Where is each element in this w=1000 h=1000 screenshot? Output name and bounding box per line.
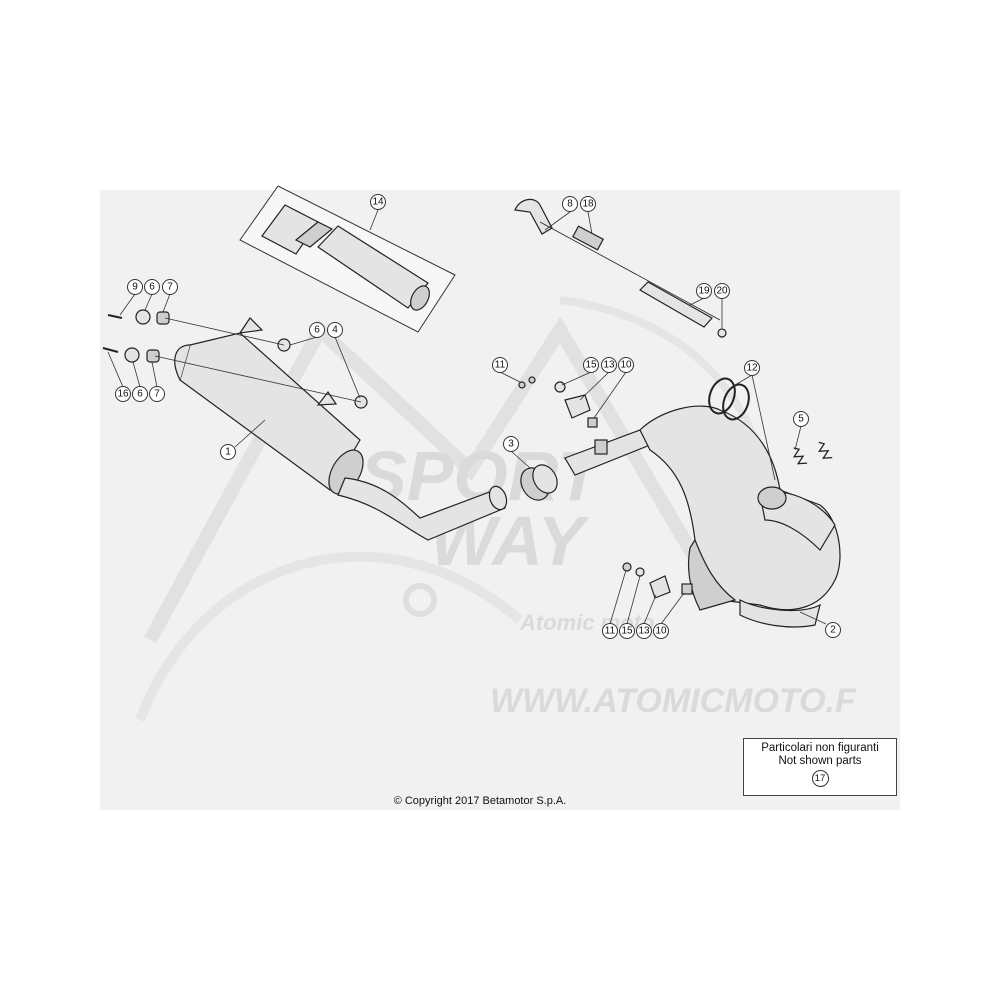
- callout-15a: 15: [561, 357, 599, 386]
- watermark-url: WWW.ATOMICMOTO.F: [490, 682, 857, 720]
- svg-text:7: 7: [154, 389, 160, 400]
- fasteners-clamps: [518, 376, 693, 599]
- not-shown-parts-legend: Particolari non figuranti Not shown part…: [743, 738, 897, 796]
- callout-19: 19: [689, 283, 712, 306]
- callout-6c: 6: [132, 361, 148, 402]
- svg-text:14: 14: [372, 197, 384, 208]
- callout-15b: 15: [619, 575, 641, 639]
- svg-text:15: 15: [585, 360, 597, 371]
- svg-text:15: 15: [621, 626, 633, 637]
- svg-text:11: 11: [495, 360, 506, 371]
- part-silencer: [174, 317, 508, 541]
- svg-text:7: 7: [167, 282, 173, 293]
- svg-text:3: 3: [508, 439, 514, 450]
- svg-text:4: 4: [332, 325, 338, 336]
- callout-6a: 6: [144, 279, 160, 311]
- svg-text:8: 8: [567, 199, 573, 210]
- part-springs: [792, 441, 833, 465]
- callout-6b: 6: [289, 322, 325, 346]
- callout-18: 18: [580, 196, 596, 235]
- svg-text:20: 20: [716, 286, 728, 297]
- callout-4: 4: [327, 322, 361, 399]
- callout-16: 16: [107, 351, 131, 402]
- svg-text:10: 10: [655, 626, 667, 637]
- part-packing-kit: [239, 185, 456, 333]
- svg-text:16: 16: [117, 389, 129, 400]
- svg-text:13: 13: [638, 626, 650, 637]
- callout-10b: 10: [653, 592, 685, 639]
- svg-text:6: 6: [137, 389, 143, 400]
- callout-20: 20: [714, 283, 730, 328]
- callout-5: 5: [793, 411, 809, 451]
- legend-line-english: Not shown parts: [778, 755, 862, 767]
- svg-text:6: 6: [314, 325, 320, 336]
- callout-8: 8: [544, 196, 578, 231]
- callouts: 14 8 18 19 20 9 6 7 6 4 16 6 7 1 11 15 1…: [107, 194, 841, 639]
- svg-text:9: 9: [132, 282, 138, 293]
- callout-3: 3: [503, 436, 531, 469]
- part-exhaust-pipe: [564, 405, 841, 628]
- callout-7b: 7: [149, 361, 165, 402]
- svg-text:2: 2: [830, 625, 836, 636]
- callout-14: 14: [369, 194, 386, 231]
- callout-1: 1: [220, 419, 266, 460]
- part-hose-assembly: [514, 198, 727, 338]
- svg-text:19: 19: [698, 286, 710, 297]
- part-o-rings: [708, 377, 750, 421]
- callout-13a: 13: [579, 357, 617, 401]
- svg-text:12: 12: [746, 363, 758, 374]
- svg-text:10: 10: [620, 360, 632, 371]
- copyright-notice: © Copyright 2017 Betamotor S.p.A.: [393, 795, 567, 807]
- callout-9: 9: [119, 279, 143, 316]
- part-rubber-sleeve: [520, 464, 558, 501]
- svg-text:5: 5: [798, 414, 804, 425]
- svg-text:11: 11: [605, 626, 616, 637]
- callout-11a: 11: [492, 357, 521, 383]
- svg-text:1: 1: [225, 447, 231, 458]
- svg-text:18: 18: [582, 199, 594, 210]
- svg-text:13: 13: [603, 360, 615, 371]
- callout-10a: 10: [593, 357, 634, 419]
- callout-13b: 13: [636, 594, 657, 639]
- callout-7a: 7: [162, 279, 178, 313]
- callout-2: 2: [799, 611, 841, 638]
- svg-text:6: 6: [149, 282, 155, 293]
- callout-12: 12: [734, 360, 776, 481]
- legend-line-italian: Particolari non figuranti: [761, 742, 879, 754]
- callout-11b: 11: [602, 569, 627, 639]
- legend-ref-number: 17: [811, 770, 829, 787]
